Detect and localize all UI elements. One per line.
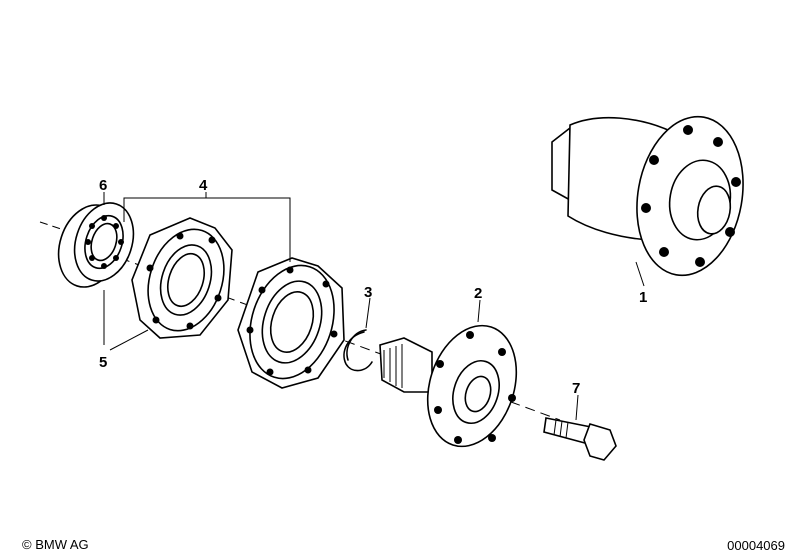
document-number: 00004069 [727, 538, 785, 553]
callout-4: 4 [199, 177, 208, 194]
leader-lines [103, 192, 645, 421]
callout-2: 2 [474, 285, 482, 302]
callout-3: 3 [364, 284, 372, 301]
part-3-snap-ring [343, 329, 373, 372]
part-6-bearing [57, 202, 135, 288]
part-2-output-flange [379, 324, 518, 448]
callout-7: 7 [572, 380, 580, 397]
callout-6: 6 [99, 177, 107, 194]
copyright-text: © BMW AG [22, 537, 89, 552]
part-7-bolt [543, 417, 617, 461]
callout-1: 1 [639, 289, 647, 306]
part-5-flange-left [131, 217, 233, 339]
callout-5: 5 [99, 354, 107, 371]
part-4-cover-flange [237, 257, 345, 389]
part-1-differential [551, 115, 744, 277]
